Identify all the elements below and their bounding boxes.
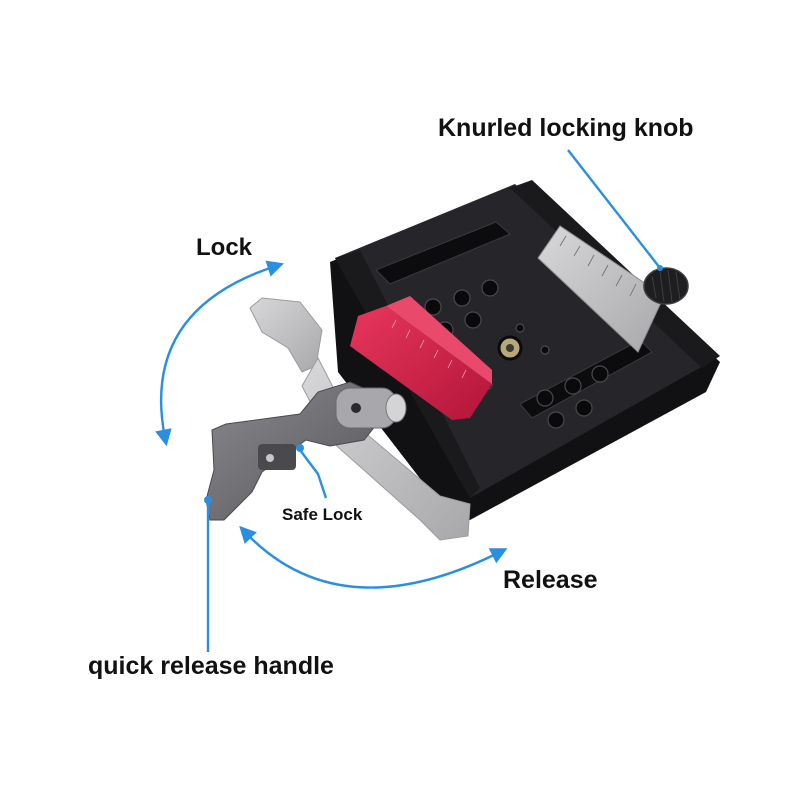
knurled-knob-label: Knurled locking knob: [438, 114, 694, 142]
red-slider: [350, 296, 492, 420]
knurled-knob: [643, 267, 689, 305]
quick-release-handle-label: quick release handle: [88, 652, 334, 680]
safe-lock-label: Safe Lock: [282, 505, 363, 524]
safe-lock-button: [258, 444, 304, 470]
lock-arc-arrow: [155, 260, 284, 447]
knob-assembly: [537, 225, 689, 353]
lock-label: Lock: [196, 234, 253, 261]
quick-release-handle: [204, 381, 407, 521]
release-label: Release: [503, 566, 598, 594]
clamp-body: [330, 180, 720, 520]
release-arc-arrow: [239, 525, 508, 589]
pivot-screw: [351, 403, 361, 413]
safe-lock-leader-line: [299, 449, 328, 499]
knob-leader-line: [567, 149, 661, 269]
annotations: [155, 149, 661, 652]
